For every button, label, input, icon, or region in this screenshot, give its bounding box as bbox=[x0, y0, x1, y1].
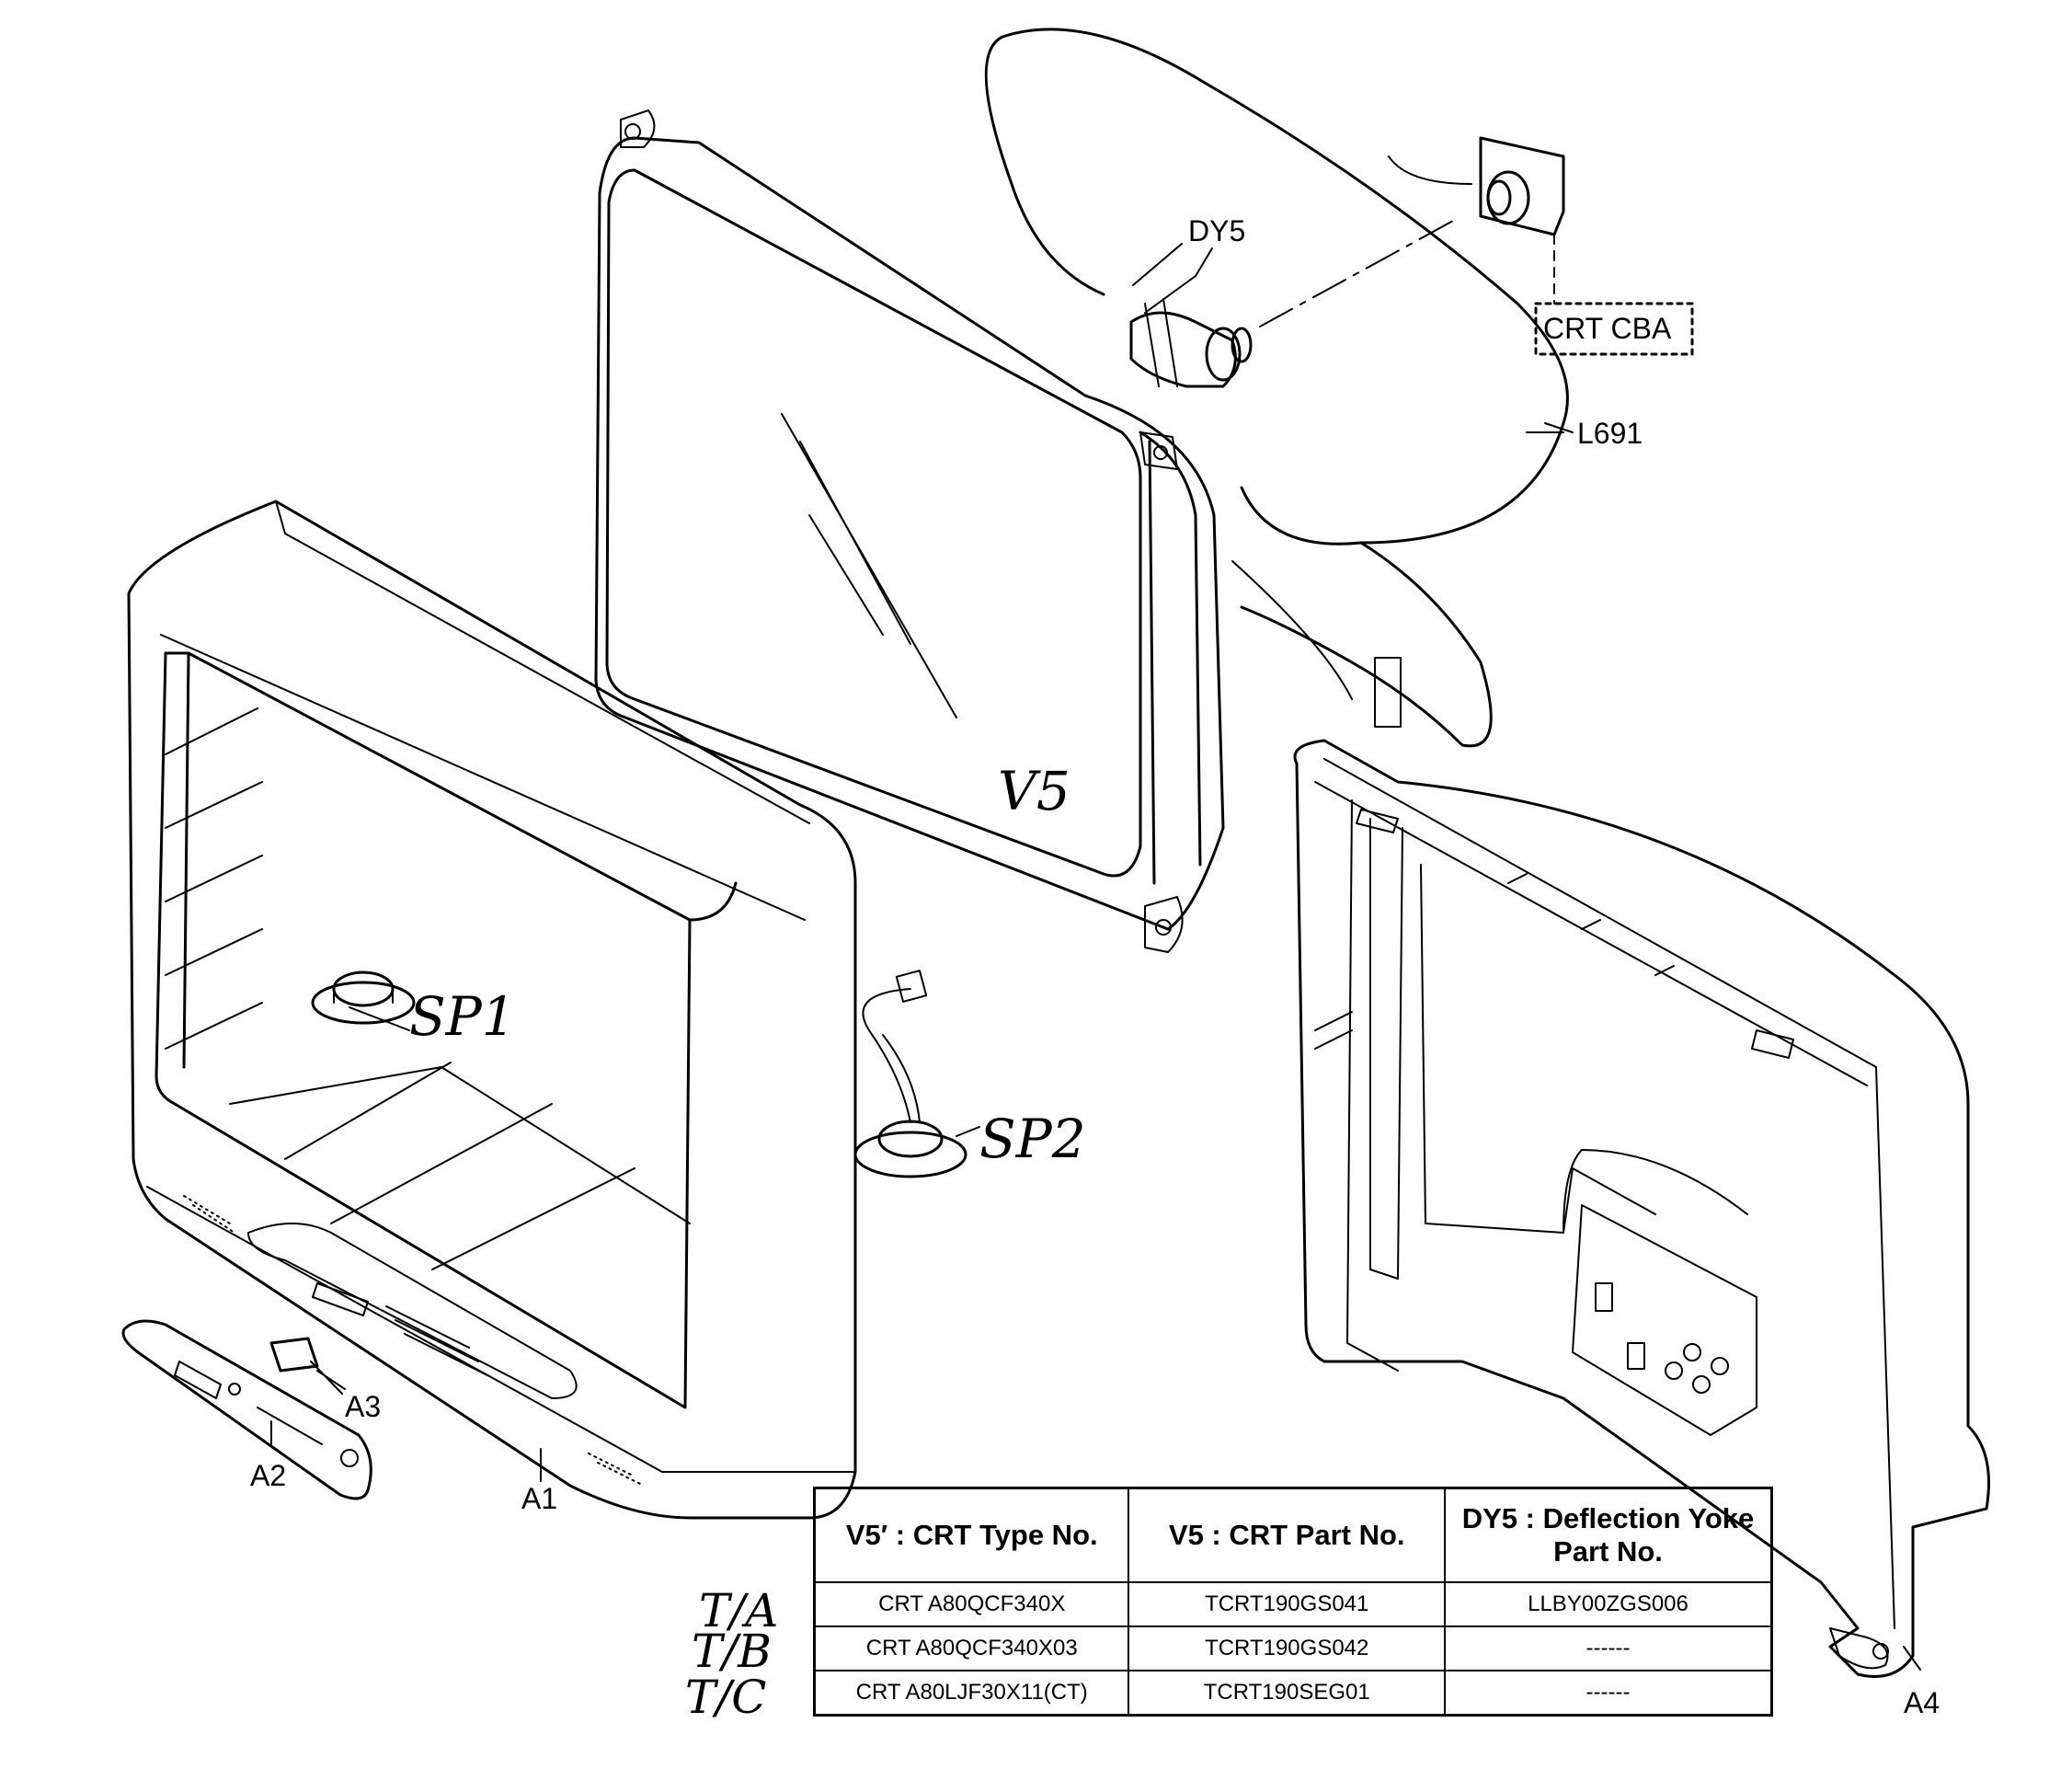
label-l691: L691 bbox=[1577, 417, 1643, 450]
header-crt-type: V5′ : CRT Type No. bbox=[813, 1487, 1130, 1583]
label-a4: A4 bbox=[1904, 1686, 1940, 1719]
label-a3: A3 bbox=[345, 1390, 381, 1423]
label-v5: V5 bbox=[998, 760, 1070, 822]
table-row: CRT A80QCF340X03 TCRT190GS042 ------ bbox=[813, 1625, 1773, 1671]
table-row: CRT A80LJF30X11(CT) TCRT190SEG01 ------ bbox=[813, 1670, 1773, 1717]
cell-dy-part: LLBY00ZGS006 bbox=[1444, 1581, 1773, 1627]
cell-dy-part: ------ bbox=[1444, 1670, 1773, 1717]
table-row: CRT A80QCF340X TCRT190GS041 LLBY00ZGS006 bbox=[813, 1581, 1773, 1627]
cell-crt-type: CRT A80QCF340X bbox=[813, 1581, 1130, 1627]
speaker-sp1 bbox=[311, 971, 416, 1025]
bezel-a2 bbox=[121, 1319, 372, 1500]
cell-crt-part: TCRT190GS042 bbox=[1128, 1625, 1446, 1671]
crt-tube bbox=[594, 109, 1353, 953]
label-crt-cba: CRT CBA bbox=[1543, 312, 1672, 345]
header-crt-part: V5 : CRT Part No. bbox=[1128, 1487, 1446, 1583]
label-a2: A2 bbox=[250, 1459, 286, 1492]
cell-crt-type: CRT A80LJF30X11(CT) bbox=[813, 1670, 1130, 1717]
cell-crt-part: TCRT190SEG01 bbox=[1128, 1670, 1446, 1717]
table-header-row: V5′ : CRT Type No. V5 : CRT Part No. DY5… bbox=[813, 1487, 1773, 1583]
row-label-tb: T/B bbox=[692, 1625, 772, 1678]
cell-crt-type: CRT A80QCF340X03 bbox=[813, 1625, 1130, 1671]
row-label-ta: T/A bbox=[699, 1584, 778, 1637]
row-label-tc: T/C bbox=[685, 1671, 766, 1724]
parts-table: V5′ : CRT Type No. V5 : CRT Part No. DY5… bbox=[813, 1487, 1773, 1717]
cell-crt-part: TCRT190GS041 bbox=[1128, 1581, 1446, 1627]
leader-lines bbox=[270, 247, 1921, 1671]
crt-cba-board bbox=[1388, 136, 1694, 356]
deflection-yoke bbox=[1129, 220, 1454, 388]
label-a1: A1 bbox=[521, 1482, 557, 1515]
degauss-coil-l691 bbox=[984, 28, 1569, 748]
header-dy-part: DY5 : Deflection Yoke Part No. bbox=[1444, 1487, 1773, 1583]
label-sp1: SP1 bbox=[409, 985, 516, 1048]
speaker-sp2 bbox=[853, 970, 967, 1178]
bracket-a3 bbox=[269, 1337, 346, 1390]
label-dy5: DY5 bbox=[1188, 214, 1245, 247]
rear-cabinet bbox=[1293, 739, 1990, 1678]
label-sp2: SP2 bbox=[979, 1108, 1086, 1170]
cell-dy-part: ------ bbox=[1444, 1625, 1773, 1671]
